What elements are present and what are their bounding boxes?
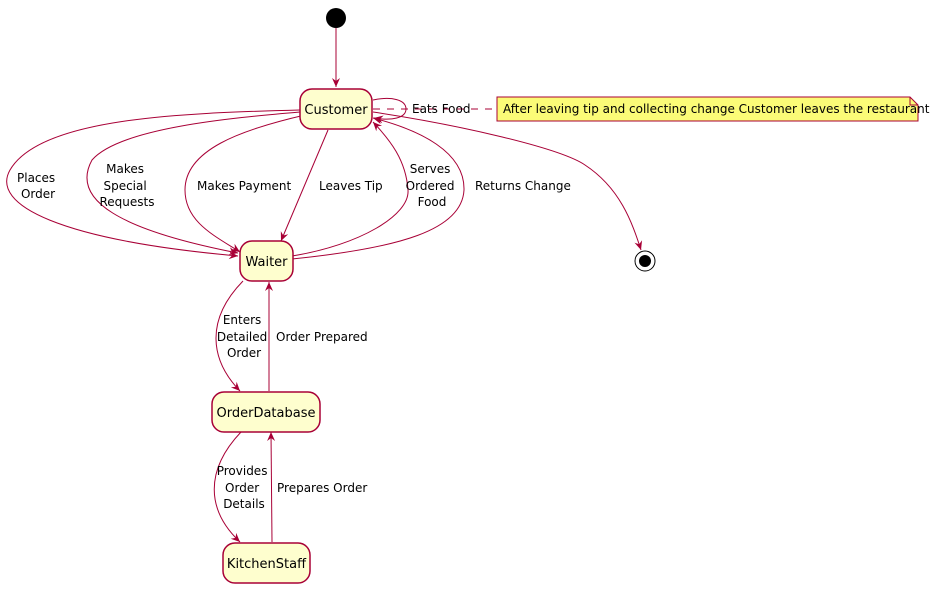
label-prepares-order: Prepares Order (277, 481, 367, 495)
label-places-order: Places Order (17, 171, 59, 201)
state-customer-label: Customer (304, 103, 368, 118)
label-eats-food: Eats Food (412, 102, 470, 116)
end-node (634, 250, 656, 272)
state-waiter-label: Waiter (245, 255, 288, 270)
label-makes-special-requests: Makes Special Requests (100, 162, 155, 209)
edge-prepares-order (267, 431, 276, 543)
note: After leaving tip and collecting change … (496, 96, 930, 122)
label-order-prepared: Order Prepared (276, 330, 368, 344)
state-order-database: OrderDatabase (211, 391, 321, 433)
edge-leaves-tip (280, 129, 329, 242)
label-makes-payment: Makes Payment (197, 179, 292, 193)
state-kitchen-staff: KitchenStaff (222, 542, 311, 584)
edge-makes-payment (184, 114, 306, 253)
edge-returns-change (291, 116, 465, 260)
label-enters-detailed-order: Enters Detailed Order (217, 313, 271, 360)
label-returns-change: Returns Change (475, 179, 571, 193)
label-provides-order-details: Provides Order Details (217, 464, 272, 511)
edge-enters-detailed-order (215, 280, 244, 392)
label-leaves-tip: Leaves Tip (319, 179, 383, 193)
note-text: After leaving tip and collecting change … (503, 102, 930, 116)
edge-serves-ordered-food (291, 121, 409, 257)
start-node (326, 8, 346, 28)
edge-makes-special-requests (86, 111, 301, 256)
edge-places-order (6, 109, 301, 260)
state-order-database-label: OrderDatabase (217, 406, 316, 421)
state-kitchen-staff-label: KitchenStaff (227, 557, 307, 572)
state-customer: Customer (299, 88, 373, 130)
edge-customer-end (372, 111, 643, 251)
label-serves-ordered-food: Serves Ordered Food (406, 162, 459, 209)
state-waiter: Waiter (239, 240, 294, 282)
edge-provides-order-details (213, 431, 242, 543)
